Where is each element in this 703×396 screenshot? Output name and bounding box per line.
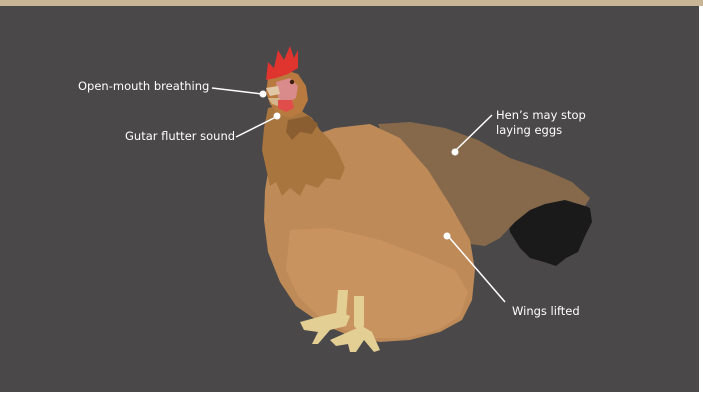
label-guttural-sound: Gutar flutter sound xyxy=(125,129,235,144)
right-edge xyxy=(699,6,703,392)
top-border-stripe xyxy=(0,0,703,6)
label-may-stop-laying: Hen’s may stop laying eggs xyxy=(496,108,606,138)
label-wings-lifted: Wings lifted xyxy=(512,304,580,319)
label-open-mouth-breathing: Open-mouth breathing xyxy=(78,79,209,94)
marker-guttural xyxy=(274,113,281,120)
marker-open-mouth xyxy=(260,91,267,98)
label-may-stop-laying-line2: laying eggs xyxy=(496,123,562,137)
eye xyxy=(290,80,294,84)
right-leg xyxy=(354,296,364,330)
label-may-stop-laying-line1: Hen’s may stop xyxy=(496,108,586,122)
marker-wings xyxy=(444,233,451,240)
marker-laying xyxy=(452,149,459,156)
